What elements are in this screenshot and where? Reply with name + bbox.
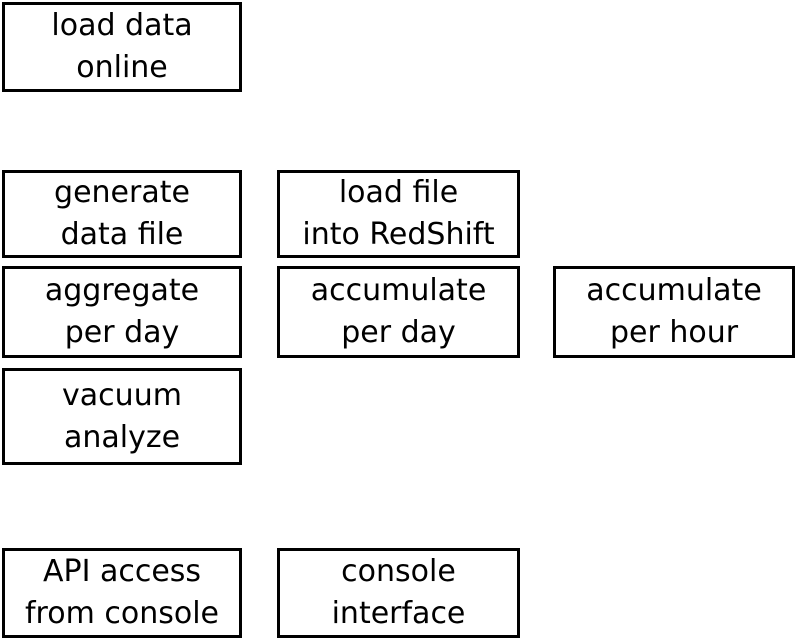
node-label-generate-data-file: generate data file xyxy=(54,175,190,252)
node-accumulate-per-day[interactable]: accumulate per day xyxy=(277,266,520,358)
node-label-accumulate-per-hour: accumulate per hour xyxy=(586,273,762,350)
node-label-api-access-from-console: API access from console xyxy=(25,554,219,631)
node-label-vacuum-analyze: vacuum analyze xyxy=(62,377,182,455)
node-label-aggregate-per-day: aggregate per day xyxy=(44,273,200,350)
node-generate-data-file[interactable]: generate data file xyxy=(2,170,242,258)
node-label-accumulate-per-day: accumulate per day xyxy=(310,273,487,350)
node-accumulate-per-hour[interactable]: accumulate per hour xyxy=(553,266,795,358)
node-label-load-file-into-redshift: load file into RedShift xyxy=(302,175,495,252)
node-vacuum-analyze[interactable]: vacuum analyze xyxy=(2,368,242,465)
node-api-access-from-console[interactable]: API access from console xyxy=(2,548,242,638)
node-load-file-into-redshift[interactable]: load file into RedShift xyxy=(277,170,520,258)
node-label-console-interface: console interface xyxy=(331,554,466,631)
node-label-load-data-online: load data online xyxy=(51,8,193,85)
node-load-data-online[interactable]: load data online xyxy=(2,2,242,92)
node-console-interface[interactable]: console interface xyxy=(277,548,520,638)
node-aggregate-per-day[interactable]: aggregate per day xyxy=(2,266,242,358)
